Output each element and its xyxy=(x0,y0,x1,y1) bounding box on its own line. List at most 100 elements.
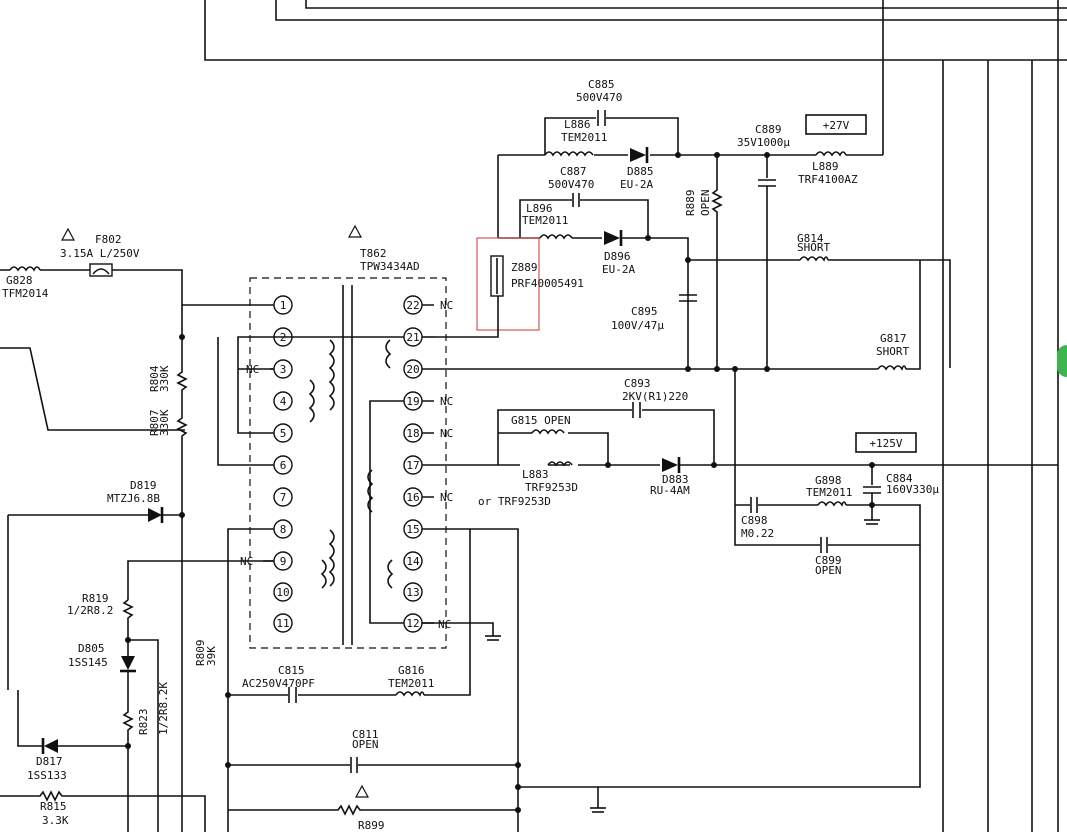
r823-value: 1/2R8.2K xyxy=(157,682,170,735)
c815-value: AC250V470PF xyxy=(242,677,315,690)
d805-ref: D805 xyxy=(78,642,105,655)
d885-ref: D885 xyxy=(627,165,654,178)
pin-6: 6 xyxy=(273,455,293,475)
pin-19: 19 xyxy=(403,391,423,411)
pin-17: 17 xyxy=(403,455,423,475)
r819-ref: R819 xyxy=(82,592,109,605)
warning-icon xyxy=(347,224,363,238)
svg-text:20: 20 xyxy=(406,363,419,376)
c899-value: OPEN xyxy=(815,564,842,577)
rail-125v-label: +125V xyxy=(869,437,902,450)
d883-ref: D883 xyxy=(662,473,689,486)
g817-ref: G817 xyxy=(880,332,907,345)
r889-value: OPEN xyxy=(699,190,712,217)
svg-text:19: 19 xyxy=(406,395,419,408)
r807-value: 330K xyxy=(158,409,171,436)
g898-ref: G898 xyxy=(815,474,842,487)
c899-ref: C899 xyxy=(815,554,842,567)
c893-ref: C893 xyxy=(624,377,651,390)
rail-27v-label: +27V xyxy=(823,119,850,132)
rail-27v-circuit: +27V xyxy=(497,110,883,368)
r899-ref: R899 xyxy=(358,819,385,832)
nc-pin-19: NC xyxy=(440,395,453,408)
r804-value: 330K xyxy=(158,365,171,392)
g828-ref: G828 xyxy=(6,274,33,287)
z889-component xyxy=(436,237,540,338)
c895-ref: C895 xyxy=(631,305,658,318)
pin-12: 12 xyxy=(403,613,423,633)
l896-value: TEM2011 xyxy=(522,214,568,227)
l886-ref: L886 xyxy=(564,118,591,131)
d817-ref: D817 xyxy=(36,755,63,768)
svg-text:13: 13 xyxy=(406,586,419,599)
c898-ref: C898 xyxy=(741,514,768,527)
g816-value: TEM2011 xyxy=(388,677,434,690)
r804-ref: R804 xyxy=(148,365,161,392)
nc-pin-22: NC xyxy=(440,299,453,312)
svg-text:8: 8 xyxy=(280,523,287,536)
c811-ref: C811 xyxy=(352,728,379,741)
pin-7: 7 xyxy=(273,487,293,507)
c898-value: M0.22 xyxy=(741,527,774,540)
r823-ref: R823 xyxy=(137,709,150,736)
side-badge[interactable] xyxy=(1057,345,1067,377)
c889-value: 35V1000μ xyxy=(737,136,790,149)
svg-text:14: 14 xyxy=(406,555,420,568)
l889-ref: L889 xyxy=(812,160,839,173)
pin-1: 1 xyxy=(273,295,293,315)
pin-8: 8 xyxy=(273,519,293,539)
r807-ref: R807 xyxy=(148,410,161,437)
c887-ref: C887 xyxy=(560,165,587,178)
svg-text:7: 7 xyxy=(280,491,287,504)
l883-alt: or TRF9253D xyxy=(478,495,551,508)
g828-value: TFM2014 xyxy=(2,287,49,300)
nc-pin-18: NC xyxy=(440,427,453,440)
pin-11: 11 xyxy=(273,613,293,633)
r819-value: 1/2R8.2 xyxy=(67,604,113,617)
c893-value: 2KV(R1)220 xyxy=(622,390,688,403)
c887-value: 500V470 xyxy=(548,178,594,191)
svg-text:15: 15 xyxy=(406,523,419,536)
nc-pin-12: NC xyxy=(438,618,451,631)
transformer-wiring xyxy=(127,260,1058,832)
l883-value: TRF9253D xyxy=(525,481,578,494)
svg-text:6: 6 xyxy=(280,459,287,472)
rail-27v-box xyxy=(805,114,867,135)
bottom-circuit xyxy=(225,529,921,816)
svg-text:16: 16 xyxy=(406,491,419,504)
l889-value: TRF4100AZ xyxy=(798,173,858,186)
pin-18: 18 xyxy=(403,423,423,443)
pin-14: 14 xyxy=(403,551,423,571)
svg-text:21: 21 xyxy=(406,331,419,344)
svg-text:12: 12 xyxy=(406,617,419,630)
g814-value: SHORT xyxy=(797,241,830,254)
svg-text:11: 11 xyxy=(276,617,289,630)
rail-125v-circuit: +125V xyxy=(734,432,921,553)
transformer-part: TPW3434AD xyxy=(360,260,420,273)
r809-ref: R809 xyxy=(194,640,207,667)
c884-ref: C884 xyxy=(886,472,913,485)
c884-value: 160V330μ xyxy=(886,483,939,496)
svg-text:5: 5 xyxy=(280,427,287,440)
pin-13: 13 xyxy=(403,582,423,602)
f802-ref: F802 xyxy=(95,233,122,246)
c885-ref: C885 xyxy=(588,78,615,91)
pin-16: 16 xyxy=(403,487,423,507)
c815-ref: C815 xyxy=(278,664,305,677)
r815-ref: R815 xyxy=(40,800,67,813)
r889-ref: R889 xyxy=(684,190,697,217)
svg-text:18: 18 xyxy=(406,427,419,440)
r815-value: 3.3K xyxy=(42,814,69,827)
g817-value: SHORT xyxy=(876,345,909,358)
d883-value: RU-4AM xyxy=(650,484,690,497)
d819-value: MTZJ6.8B xyxy=(107,492,160,505)
d885-value: EU-2A xyxy=(620,178,653,191)
c811-value: OPEN xyxy=(352,738,379,751)
z889-value: PRF40005491 xyxy=(511,277,584,290)
pin-21: 21 xyxy=(403,327,423,347)
d896-value: EU-2A xyxy=(602,263,635,276)
z889-ref: Z889 xyxy=(511,261,538,274)
d896-ref: D896 xyxy=(604,250,631,263)
svg-text:9: 9 xyxy=(280,555,287,568)
